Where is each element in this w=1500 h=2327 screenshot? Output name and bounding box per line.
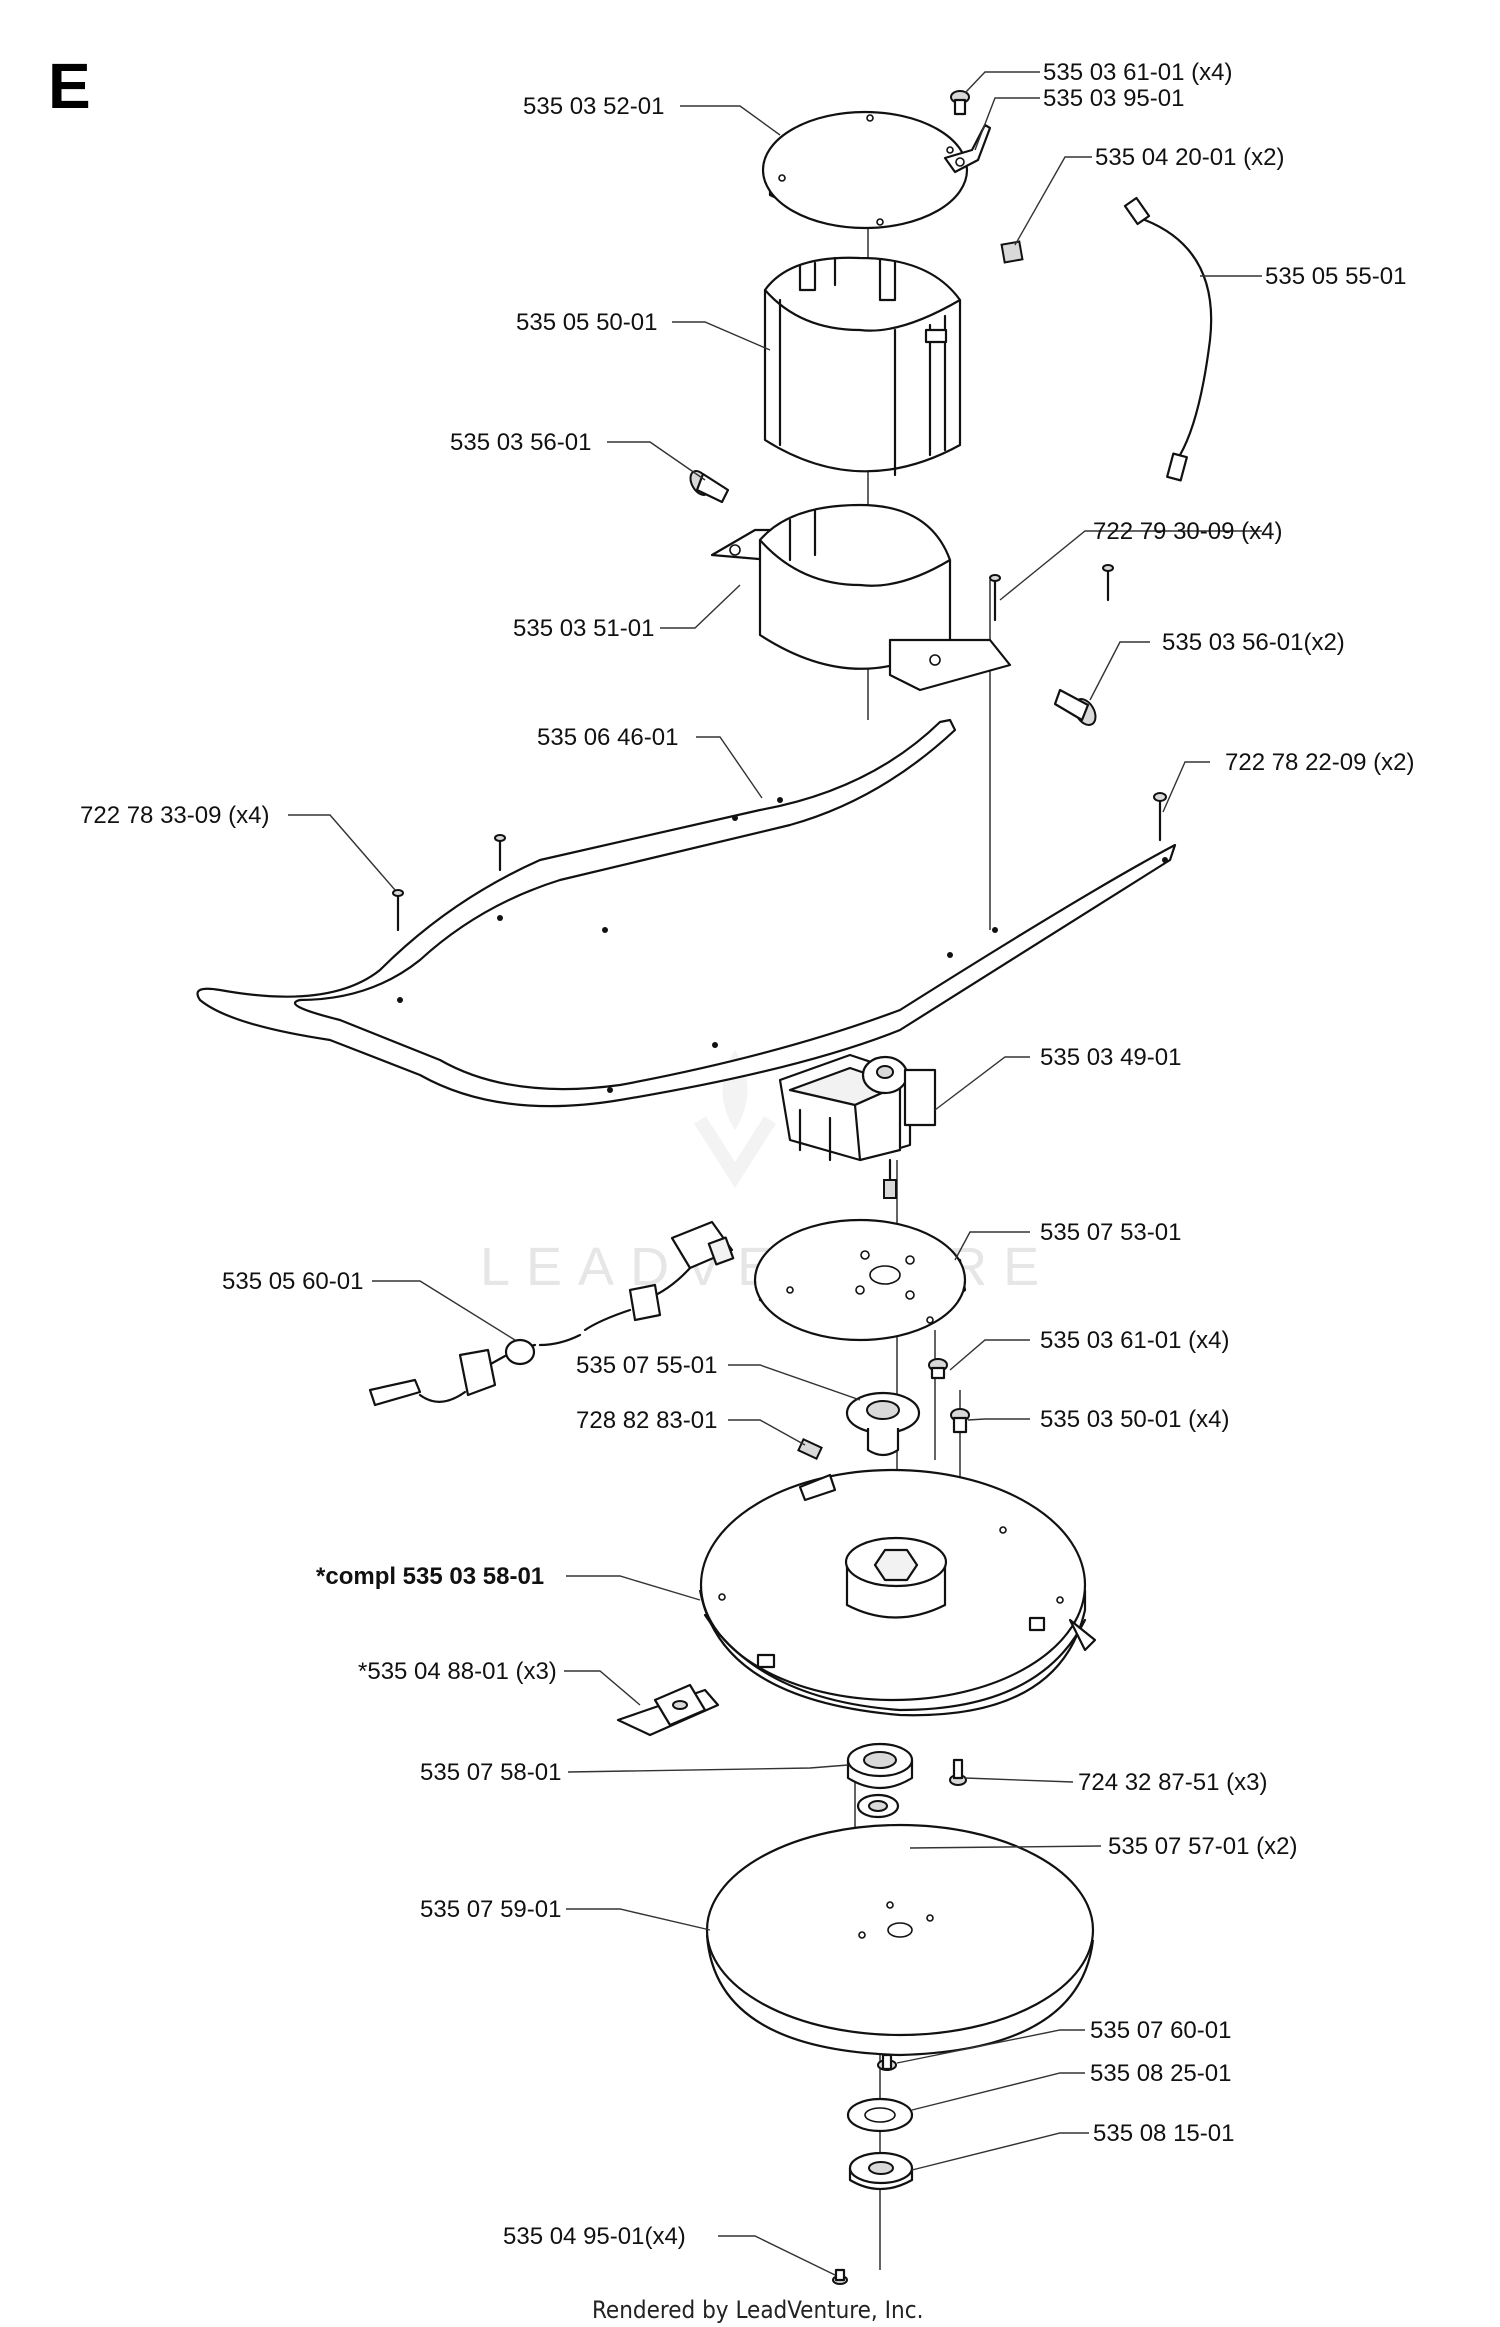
washer (846, 2097, 914, 2133)
callout-535-05-55-01: 535 05 55-01 (1265, 263, 1406, 290)
handle-pin-right (1153, 792, 1167, 842)
callout-535-03-50-01: 535 03 50-01 (x4) (1040, 1406, 1229, 1433)
rubber-plug-left (689, 470, 730, 504)
callout-535-03-56-01-x2: 535 03 56-01(x2) (1162, 629, 1345, 656)
callout-728-82-83-01: 728 82 83-01 (576, 1407, 717, 1434)
callout-535-04-88-01: *535 04 88-01 (x3) (358, 1658, 557, 1685)
guard-disc (705, 1823, 1095, 2057)
short-cable (1123, 196, 1213, 482)
plate-screw (928, 1358, 948, 1380)
callout-535-07-58-01: 535 07 58-01 (420, 1759, 561, 1786)
callout-535-03-49-01: 535 03 49-01 (1040, 1044, 1181, 1071)
callout-535-07-53-01: 535 07 53-01 (1040, 1219, 1181, 1246)
callout-535-04-95-01: 535 04 95-01(x4) (503, 2223, 686, 2250)
drive-motor (778, 1053, 937, 1199)
handle-pin-mid (494, 834, 506, 872)
callout-535-06-46-01: 535 06 46-01 (537, 724, 678, 751)
callout-535-08-25-01: 535 08 25-01 (1090, 2060, 1231, 2087)
callout-535-04-20-01: 535 04 20-01 (x2) (1095, 144, 1284, 171)
bottom-cap (848, 2151, 914, 2190)
callout-535-03-51-01: 535 03 51-01 (513, 615, 654, 642)
bottom-screw (832, 2268, 848, 2285)
rubber-plug-right (1053, 688, 1097, 726)
callout-724-32-87-51: 724 32 87-51 (x3) (1078, 1769, 1267, 1796)
handle-bar (196, 718, 1177, 1108)
bearing-housing (846, 1742, 914, 1789)
center-screw (877, 2053, 897, 2071)
cover-screw (950, 90, 970, 116)
bracket-pin (989, 574, 1001, 622)
disc-screw (949, 1758, 967, 1786)
callout-535-05-60-01: 535 05 60-01 (222, 1268, 363, 1295)
motor-housing-cylinder (763, 256, 962, 477)
callout-535-07-57-01: 535 07 57-01 (x2) (1108, 1833, 1297, 1860)
callout-535-08-15-01: 535 08 15-01 (1093, 2120, 1234, 2147)
callout-535-07-59-01: 535 07 59-01 (420, 1896, 561, 1923)
cover-bracket (943, 123, 992, 174)
cable-harness (368, 1220, 735, 1407)
callout-compl-535-03-58-01: *compl 535 03 58-01 (316, 1563, 544, 1590)
clip-nut (1000, 240, 1024, 264)
callout-535-03-61-01-mid: 535 03 61-01 (x4) (1040, 1327, 1229, 1354)
section-letter: E (48, 50, 91, 122)
cutting-blade (616, 1683, 720, 1737)
drive-hub (845, 1391, 921, 1457)
callout-535-03-61-01-top: 535 03 61-01 (x4) (1043, 59, 1232, 86)
callout-535-03-56-01: 535 03 56-01 (450, 429, 591, 456)
callout-722-79-30-09: 722 79 30-09 (x4) (1093, 518, 1282, 545)
callout-535-07-55-01: 535 07 55-01 (576, 1352, 717, 1379)
hub-screw (950, 1408, 970, 1434)
bearing-upper (856, 1793, 900, 1819)
callout-535-07-60-01: 535 07 60-01 (1090, 2017, 1231, 2044)
motor-mounting-plate (753, 1218, 967, 1342)
set-screw (797, 1438, 823, 1460)
leader-lines (288, 71, 1262, 2276)
callout-535-03-95-01: 535 03 95-01 (1043, 85, 1184, 112)
callout-labels: 535 03 61-01 (x4) 535 03 95-01 535 03 52… (80, 59, 1414, 2250)
bracket-pin-2 (1102, 564, 1114, 602)
footer-credit: Rendered by LeadVenture, Inc. (592, 2296, 923, 2324)
top-cover-plate (761, 110, 969, 230)
callout-535-05-50-01: 535 05 50-01 (516, 309, 657, 336)
handle-pin-left (392, 889, 404, 932)
callout-722-78-33-09: 722 78 33-09 (x4) (80, 802, 269, 829)
motor-bracket (710, 503, 1012, 692)
blade-disc-assembly (698, 1468, 1097, 1717)
callout-722-78-22-09: 722 78 22-09 (x2) (1225, 749, 1414, 776)
callout-535-03-52-01: 535 03 52-01 (523, 93, 664, 120)
